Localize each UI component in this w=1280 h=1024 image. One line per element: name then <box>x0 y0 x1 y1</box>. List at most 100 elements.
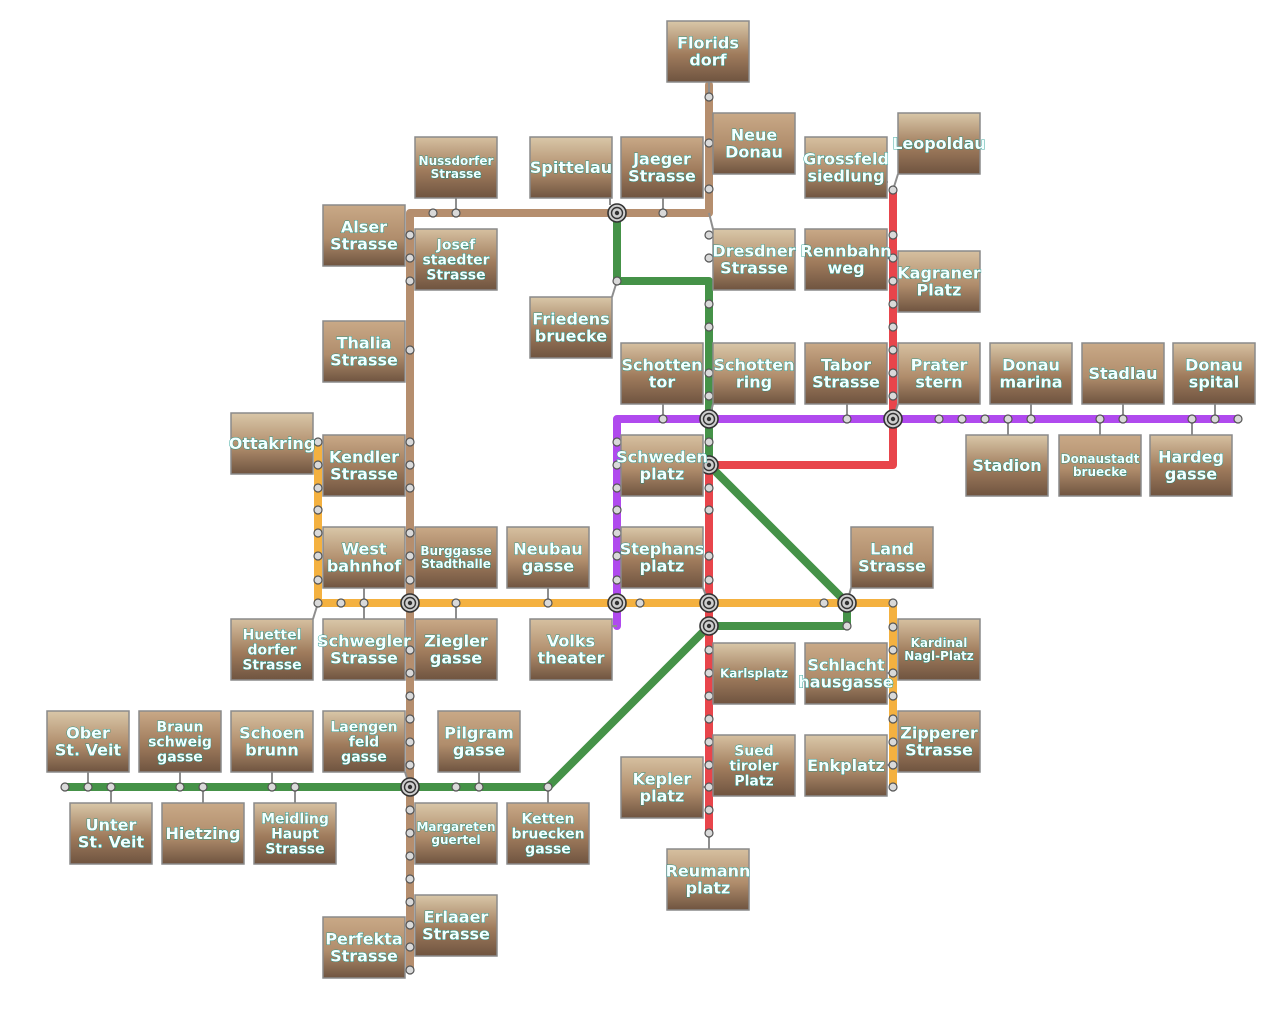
station-label: feld <box>349 734 379 750</box>
station-photo <box>804 642 888 705</box>
stop-marker <box>175 782 185 792</box>
station-photo <box>620 526 704 589</box>
stop-marker <box>980 414 990 424</box>
station-label: Strasse <box>330 235 398 254</box>
station-label: bruecke <box>1073 465 1127 479</box>
station-label: Hietzing <box>165 824 240 843</box>
stop-marker <box>842 414 852 424</box>
stop-marker <box>451 782 461 792</box>
station-label: Burggasse <box>420 544 491 558</box>
station-spittelau[interactable]: Spittelau <box>529 136 613 199</box>
stop-marker <box>405 551 415 561</box>
stop-marker <box>888 645 898 655</box>
stop-marker <box>405 668 415 678</box>
station-label: Florids <box>677 34 739 53</box>
station-ottakring[interactable]: Ottakring <box>228 412 316 475</box>
station-label: Braun <box>157 719 204 735</box>
station-label: platz <box>640 557 685 576</box>
station-photo <box>1149 434 1233 497</box>
station-photo <box>529 618 613 681</box>
station-photo <box>230 710 314 773</box>
stop-marker <box>888 598 898 608</box>
station-label: Neue <box>731 126 778 145</box>
stop-marker <box>888 622 898 632</box>
stop-marker <box>405 965 415 975</box>
station-leopoldau[interactable]: Leopoldau <box>892 112 986 175</box>
station-hietzing[interactable]: Hietzing <box>161 802 245 865</box>
stop-marker <box>313 528 323 538</box>
station-label: siedlung <box>807 167 884 186</box>
station-stadion[interactable]: Stadion <box>965 434 1049 497</box>
stop-marker <box>405 230 415 240</box>
station-karlsplatz[interactable]: Karlsplatz <box>712 642 796 705</box>
station-label: Volks <box>547 632 595 651</box>
stop-marker <box>1187 414 1197 424</box>
station-stadlau[interactable]: Stadlau <box>1081 342 1165 405</box>
station-photo <box>666 20 750 83</box>
interchange-marker <box>883 409 903 429</box>
station-label: Land <box>870 540 914 559</box>
station-label: Strasse <box>330 649 398 668</box>
station-label: Prater <box>911 356 968 375</box>
station-enkplatz[interactable]: Enkplatz <box>804 734 888 797</box>
station-label: Thalia <box>337 334 392 353</box>
stop-marker <box>888 299 898 309</box>
station-photo <box>230 618 314 681</box>
station-label: theater <box>537 649 604 668</box>
stop-marker <box>888 185 898 195</box>
stop-marker <box>405 874 415 884</box>
station-label: Strasse <box>422 925 490 944</box>
stop-marker <box>957 414 967 424</box>
station-label: platz <box>640 465 685 484</box>
